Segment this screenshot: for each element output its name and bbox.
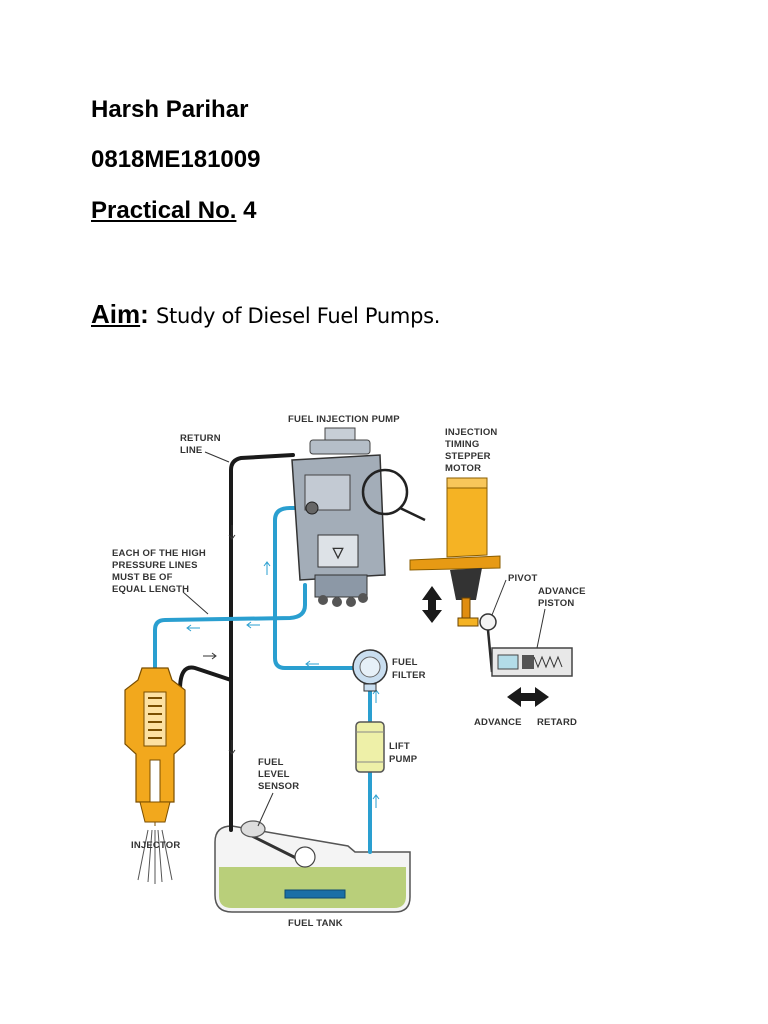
fuel-feed-lines	[153, 506, 372, 854]
label-fuel-filter-2: FILTER	[392, 670, 426, 681]
label-high-pressure-1: EACH OF THE HIGH	[112, 548, 206, 559]
label-return-line-1: RETURN	[180, 433, 221, 444]
practical-heading: Practical No. 4	[91, 197, 256, 225]
label-fuel-filter-1: FUEL	[392, 657, 418, 668]
label-fuel-level-sensor-1: FUEL	[258, 757, 284, 768]
label-injection-timing-3: STEPPER	[445, 451, 491, 462]
label-pivot: PIVOT	[508, 573, 538, 584]
diesel-fuel-system-diagram: ▽	[112, 414, 586, 929]
up-down-arrow-icon	[422, 586, 442, 623]
label-fuel-tank: FUEL TANK	[288, 918, 343, 929]
lift-pump	[355, 721, 385, 773]
practical-number: 4	[243, 197, 257, 224]
flow-arrows	[186, 525, 380, 808]
label-fuel-injection-pump: FUEL INJECTION PUMP	[288, 414, 400, 425]
label-fuel-level-sensor-2: LEVEL	[258, 769, 290, 780]
label-injection-timing-1: INJECTION	[445, 427, 497, 438]
roll-number: 0818ME181009	[91, 146, 261, 173]
label-lift-pump-2: PUMP	[389, 754, 418, 765]
fuel-tank	[214, 820, 411, 913]
label-lift-pump-1: LIFT	[389, 741, 410, 752]
label-injection-timing-4: MOTOR	[445, 463, 481, 474]
fuel-filter	[352, 649, 388, 692]
injector	[124, 667, 186, 884]
label-return-line-2: LINE	[180, 445, 202, 456]
label-high-pressure-3: MUST BE OF	[112, 572, 173, 583]
label-retard: RETARD	[537, 717, 577, 728]
diagram-labels: FUEL INJECTION PUMP RETURN LINE INJECTIO…	[112, 414, 586, 929]
aim-line: Aim: Study of Diesel Fuel Pumps.	[91, 300, 440, 330]
practical-label: Practical No.	[91, 197, 237, 224]
aim-label: Aim	[91, 299, 141, 329]
label-high-pressure-4: EQUAL LENGTH	[112, 584, 189, 595]
advance-retard-arrow-icon	[507, 687, 549, 707]
aim-text: Study of Diesel Fuel Pumps.	[156, 304, 441, 328]
svg-text:▽: ▽	[332, 544, 345, 560]
label-advance: ADVANCE	[474, 717, 522, 728]
fuel-injection-pump: ▽	[291, 427, 426, 607]
injection-timing-stepper-motor	[409, 477, 501, 631]
advance-piston	[486, 629, 573, 677]
label-fuel-level-sensor-3: SENSOR	[258, 781, 299, 792]
student-name: Harsh Parihar	[91, 96, 249, 123]
aim-colon: :	[140, 299, 149, 329]
label-advance-piston-1: ADVANCE	[538, 586, 586, 597]
label-injection-timing-2: TIMING	[445, 439, 479, 450]
fuel-tank-sensor-float-bar	[284, 889, 346, 899]
label-injector: INJECTOR	[131, 840, 180, 851]
label-high-pressure-2: PRESSURE LINES	[112, 560, 198, 571]
label-advance-piston-2: PISTON	[538, 598, 574, 609]
